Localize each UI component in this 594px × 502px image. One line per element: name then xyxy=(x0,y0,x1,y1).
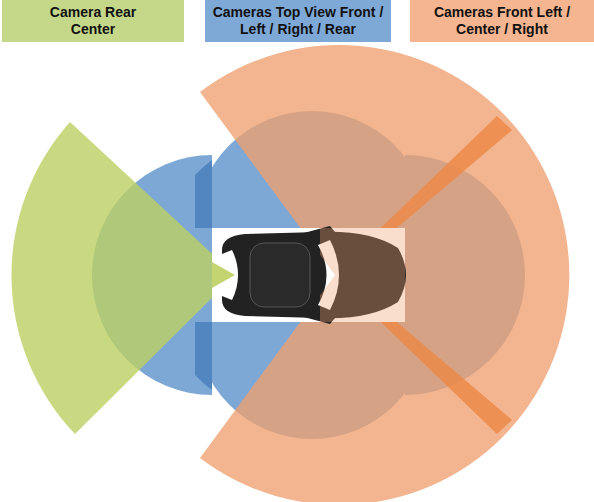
front-camera-field xyxy=(200,45,569,502)
box-label: Camera Rear Center xyxy=(33,4,153,38)
legend-box: Cameras Front Left / Center / Right xyxy=(410,0,594,42)
legend-box: Camera Rear Center xyxy=(2,0,184,42)
box-label: Cameras Top View Front / Left / Right / … xyxy=(211,4,385,38)
rear-camera-field xyxy=(11,122,235,434)
legend-box: Cameras Top View Front / Left / Right / … xyxy=(205,0,391,42)
front-overlay-car xyxy=(320,228,405,322)
box-label: Cameras Front Left / Center / Right xyxy=(416,4,588,38)
